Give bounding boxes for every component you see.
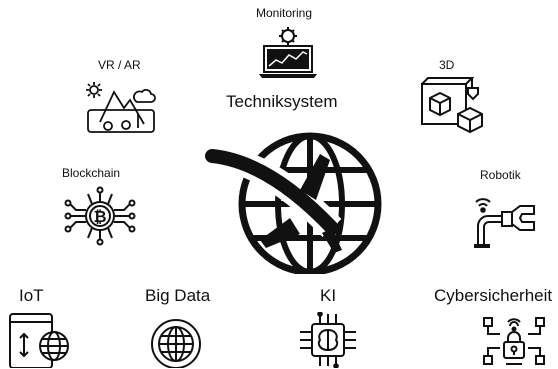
robot-arm-icon: [470, 190, 542, 250]
3d-printer-cube-icon: [418, 74, 490, 136]
globe-airplane-icon: [200, 124, 390, 274]
bitcoin-network-icon: ₿: [62, 186, 138, 246]
iot-label: IoT: [19, 286, 44, 305]
ki-label: KI: [320, 286, 337, 305]
svg-text:₿: ₿: [93, 207, 106, 226]
vr-ar-device-icon: [78, 80, 158, 136]
vr-ar-label: VR / AR: [98, 58, 141, 72]
monitoring-laptop-gear-chart-icon: [256, 24, 320, 80]
security-lock-network-icon: [482, 314, 546, 368]
globe-data-icon: [146, 312, 206, 368]
center-title: Techniksystem: [226, 92, 338, 111]
blockchain-label: Blockchain: [62, 166, 121, 180]
ai-chip-brain-icon: [296, 312, 360, 368]
robotik-label: Robotik: [480, 168, 521, 182]
monitoring-label: Monitoring: [256, 6, 313, 20]
cybersicherheit-label: Cybersicherheit: [434, 286, 553, 305]
iot-tablet-globe-icon: [6, 312, 76, 368]
3d-label: 3D: [439, 58, 455, 72]
big-data-label: Big Data: [145, 286, 211, 305]
